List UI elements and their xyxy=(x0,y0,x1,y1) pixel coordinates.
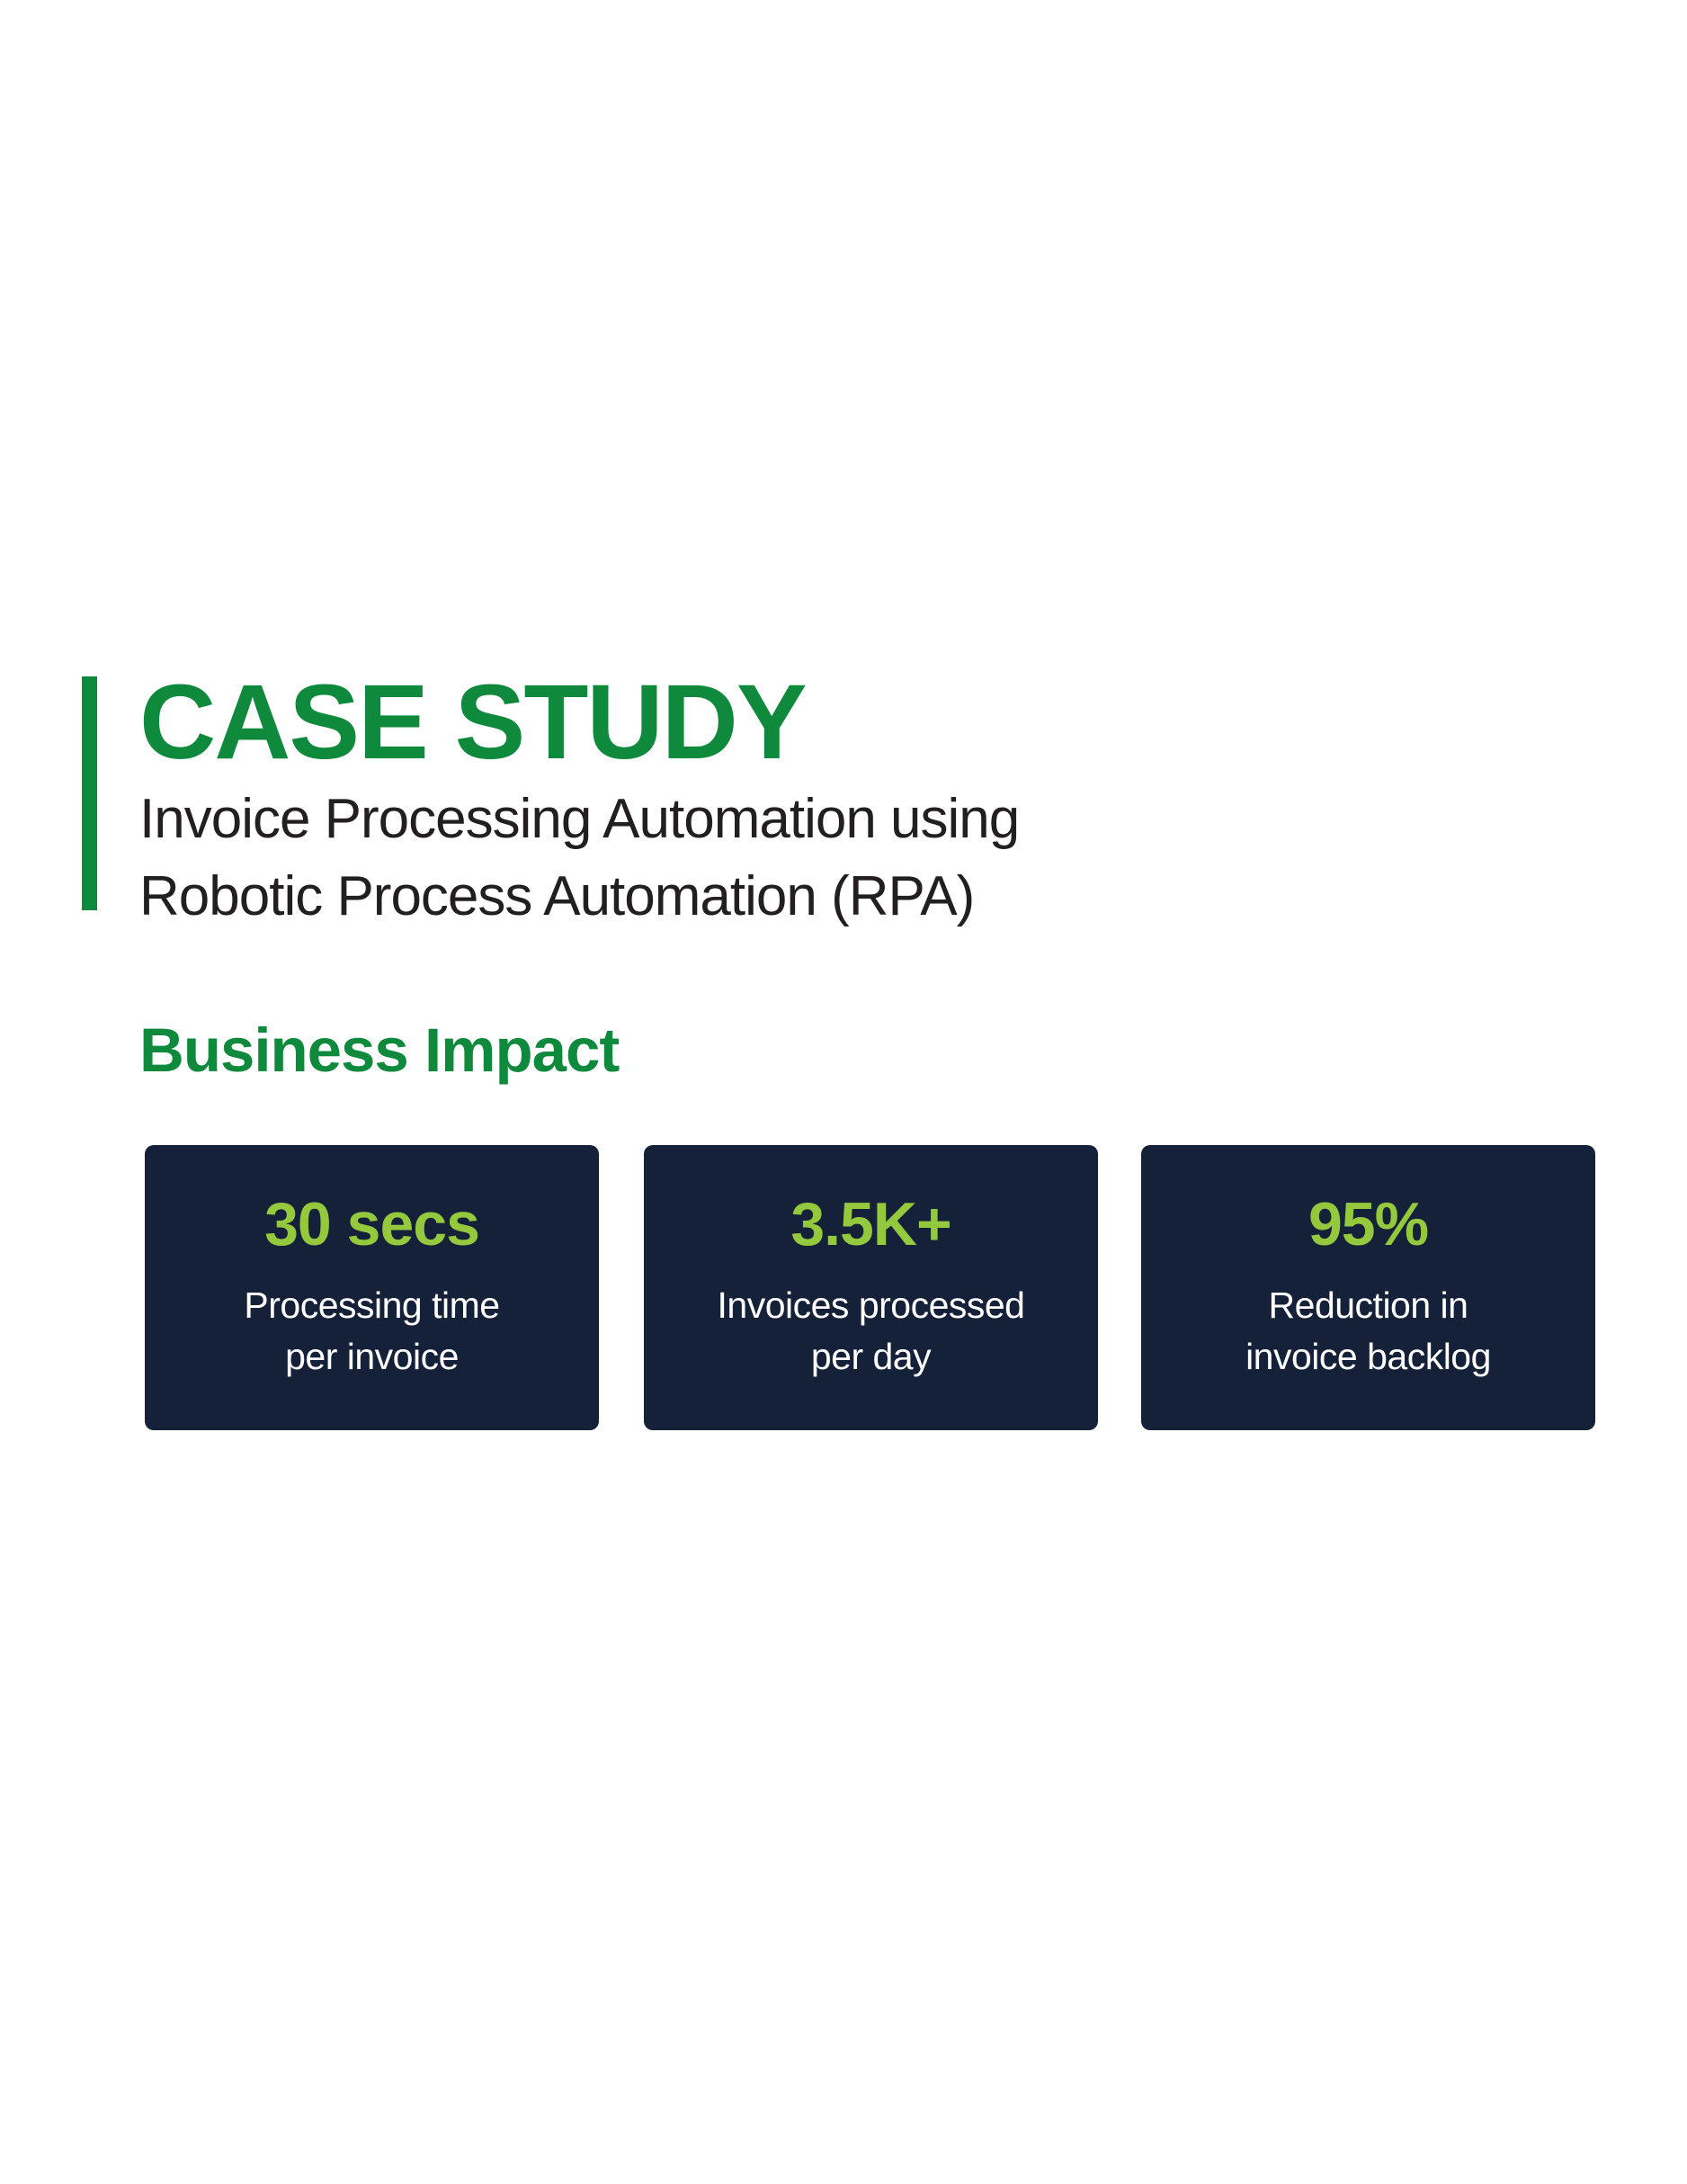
metric-label-line: Invoices processed xyxy=(717,1284,1025,1326)
page-subtitle: Invoice Processing Automation using Robo… xyxy=(139,781,1020,935)
subtitle-line-2: Robotic Process Automation (RPA) xyxy=(139,865,975,927)
title-accent-bar xyxy=(82,676,97,910)
metric-label-line: invoice backlog xyxy=(1245,1336,1491,1377)
metric-label-line: Reduction in xyxy=(1268,1284,1468,1326)
metric-label-line: per invoice xyxy=(285,1336,459,1377)
metric-card-backlog-reduction: 95% Reduction in invoice backlog xyxy=(1141,1145,1595,1430)
metric-label: Invoices processed per day xyxy=(644,1280,1098,1383)
metric-card-processing-time: 30 secs Processing time per invoice xyxy=(145,1145,599,1430)
page-title: CASE STUDY xyxy=(139,663,808,782)
metric-label-line: Processing time xyxy=(244,1284,500,1326)
metric-label: Processing time per invoice xyxy=(145,1280,599,1383)
subtitle-line-1: Invoice Processing Automation using xyxy=(139,788,1020,850)
section-heading-business-impact: Business Impact xyxy=(139,1016,620,1085)
metric-value: 95% xyxy=(1308,1190,1429,1258)
metric-label-line: per day xyxy=(810,1336,932,1377)
metric-label: Reduction in invoice backlog xyxy=(1141,1280,1595,1383)
metric-value: 30 secs xyxy=(264,1190,480,1258)
metric-card-invoices-per-day: 3.5K+ Invoices processed per day xyxy=(644,1145,1098,1430)
metric-value: 3.5K+ xyxy=(790,1190,951,1258)
